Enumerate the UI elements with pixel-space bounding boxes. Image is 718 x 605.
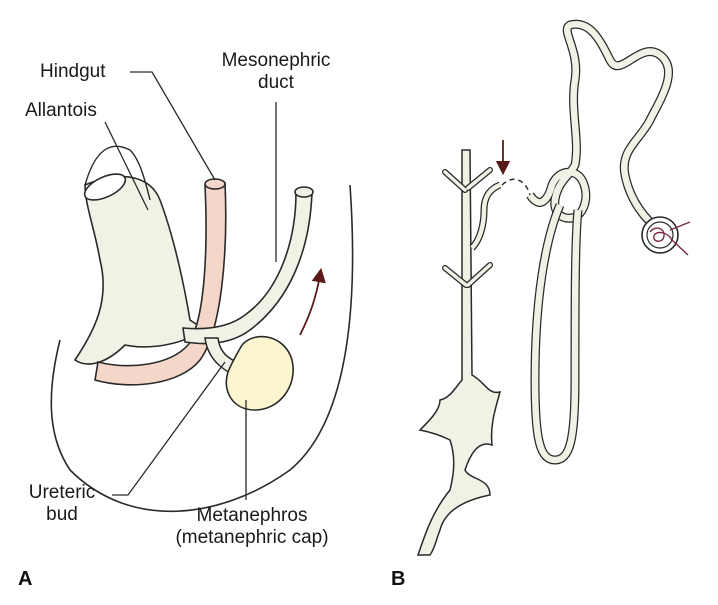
label-metanephros: Metanephros (metanephric cap) xyxy=(162,505,342,549)
mesonephric-duct-tube xyxy=(182,191,313,345)
ureteric-bud-leader xyxy=(112,361,226,496)
glomerulus-capillary xyxy=(649,227,689,256)
label-mesonephric-line-1: Mesonephric xyxy=(221,50,331,71)
allantois-mass xyxy=(73,175,207,365)
branch-2-fill xyxy=(443,263,492,287)
hindgut-tube xyxy=(94,182,227,386)
hindgut-opening xyxy=(204,178,226,190)
dashed-connection xyxy=(501,178,531,196)
metanephros-cap xyxy=(225,335,294,411)
panel-label-b: B xyxy=(391,568,406,590)
collecting-duct-tree xyxy=(416,149,502,556)
allantois-tube xyxy=(84,145,151,201)
loop-of-henle-fill xyxy=(531,203,582,464)
label-ureteric-line-2: bud xyxy=(46,503,78,525)
allantois-leader xyxy=(104,121,149,211)
afferent-arteriole xyxy=(669,221,691,231)
label-ureteric-line-1: Ureteric xyxy=(28,482,96,503)
panel-label-a: A xyxy=(18,568,33,590)
label-hindgut: Hindgut xyxy=(40,61,106,82)
mesonephric-duct-opening xyxy=(294,186,314,198)
label-mesonephric-duct: Mesonephric duct xyxy=(206,50,346,94)
branch-1-fill xyxy=(443,168,492,192)
label-metanephros-line-2: (metanephric cap) xyxy=(175,526,329,548)
growth-arrow xyxy=(299,267,326,336)
label-allantois: Allantois xyxy=(25,100,97,121)
nephron-tubule-fill xyxy=(527,20,672,233)
label-mesonephric-line-2: duct xyxy=(258,71,294,93)
connecting-tubule-fill xyxy=(470,182,501,250)
label-metanephros-line-1: Metanephros xyxy=(196,505,308,526)
hindgut-leader xyxy=(130,71,216,181)
label-ureteric-bud: Ureteric bud xyxy=(12,482,112,526)
bowman-capsule-inner xyxy=(646,221,674,249)
allantois-opening xyxy=(83,173,127,201)
body-wall-outline xyxy=(50,184,354,513)
